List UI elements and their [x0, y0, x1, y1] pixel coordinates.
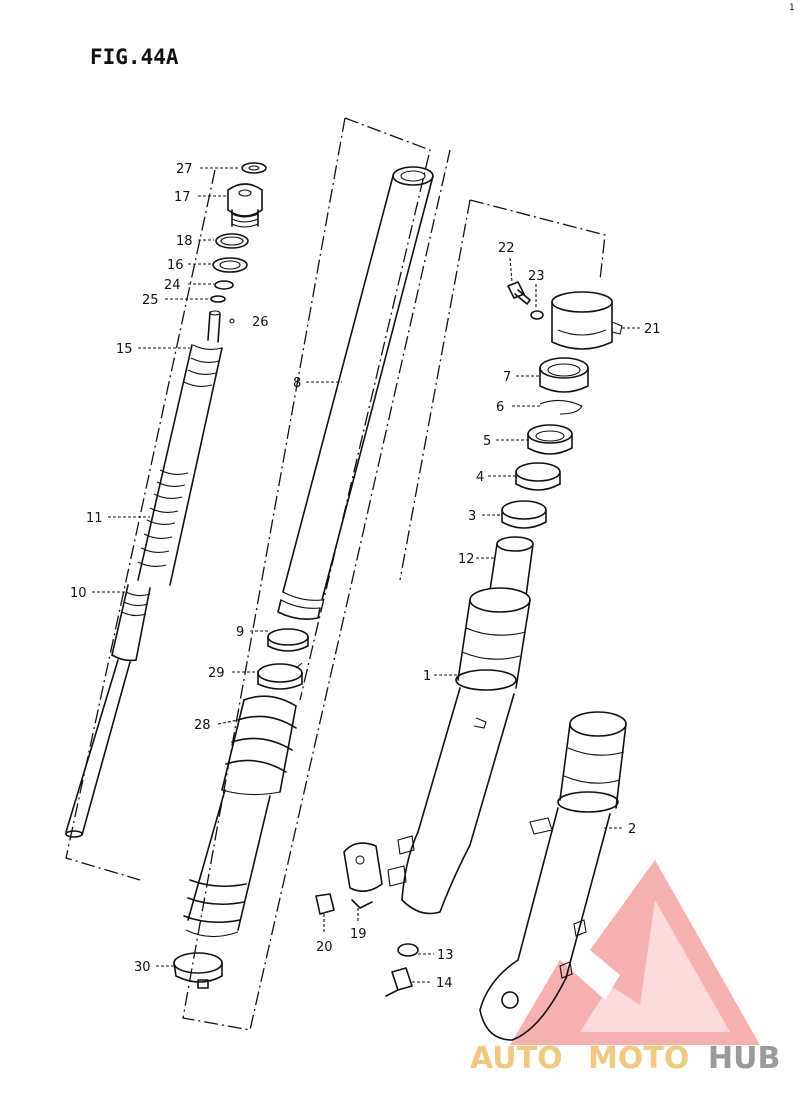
outer-tube-assembly — [315, 281, 627, 1041]
label-14: 14 — [436, 976, 453, 991]
label-22: 22 — [498, 241, 515, 256]
label-19: 19 — [350, 927, 367, 942]
label-4: 4 — [476, 470, 484, 485]
alignment-lines — [65, 117, 606, 1031]
watermark-triangle — [510, 860, 760, 1045]
label-23: 23 — [528, 269, 545, 284]
label-21: 21 — [644, 322, 661, 337]
label-12: 12 — [458, 552, 475, 567]
watermark-hub: HUB — [708, 1041, 780, 1076]
corner-mark: 1 — [789, 3, 795, 13]
inner-tube-assembly — [173, 166, 434, 989]
watermark-logo — [510, 860, 760, 1045]
label-3: 3 — [468, 509, 476, 524]
label-11: 11 — [86, 511, 103, 526]
label-18: 18 — [176, 234, 193, 249]
figure-title: FIG.44A — [90, 45, 179, 69]
label-2: 2 — [628, 822, 636, 837]
watermark-moto: MOTO — [588, 1041, 689, 1076]
label-30: 30 — [134, 960, 151, 975]
label-27: 27 — [176, 162, 193, 177]
label-29: 29 — [208, 666, 225, 681]
label-6: 6 — [496, 400, 504, 415]
label-24: 24 — [164, 278, 181, 293]
label-16: 16 — [167, 258, 184, 273]
label-8: 8 — [293, 376, 301, 391]
damper-assembly — [65, 162, 267, 838]
watermark-auto: AUTO — [470, 1041, 563, 1076]
label-7: 7 — [503, 370, 511, 385]
label-5: 5 — [483, 434, 491, 449]
label-17: 17 — [174, 190, 191, 205]
label-1: 1 — [423, 669, 431, 684]
label-26: 26 — [252, 315, 269, 330]
label-10: 10 — [70, 586, 87, 601]
label-25: 25 — [142, 293, 159, 308]
part-labels: 27 17 18 16 24 25 26 15 11 10 8 9 29 28 … — [70, 162, 661, 991]
label-13: 13 — [437, 948, 454, 963]
label-15: 15 — [116, 342, 133, 357]
label-28: 28 — [194, 718, 211, 733]
label-9: 9 — [236, 625, 244, 640]
watermark-text: AUTO MOTO HUB — [470, 1041, 780, 1076]
label-20: 20 — [316, 940, 333, 955]
